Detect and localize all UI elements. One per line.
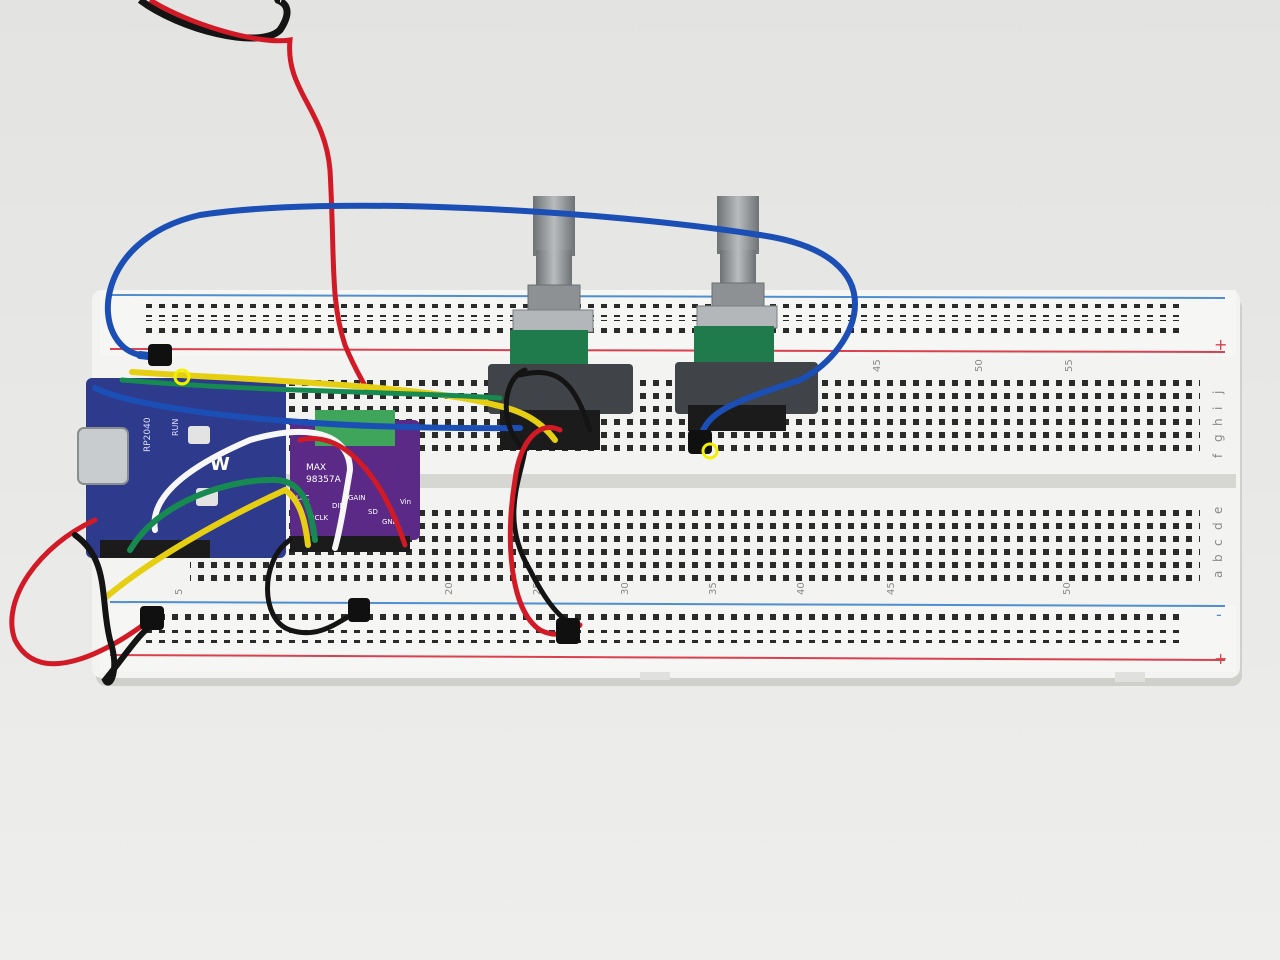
wire-black-mid bbox=[265, 537, 363, 636]
mcu-run-label: RUN bbox=[171, 419, 180, 436]
dac-pin-gnd: GND bbox=[382, 518, 398, 526]
plug-bottom-rail-3 bbox=[556, 618, 580, 644]
dac-header bbox=[290, 536, 410, 552]
col-num-bottom-40: 40 bbox=[796, 582, 807, 595]
top-rail-blue-line bbox=[109, 294, 1226, 299]
column-numbers-top: 45 50 55 bbox=[872, 359, 1075, 372]
dac-model-label: 98357A bbox=[306, 475, 342, 485]
col-num-bottom-35: 35 bbox=[708, 582, 719, 595]
encoder-1-shaft bbox=[536, 250, 572, 290]
encoder-1-shaft-flat bbox=[533, 196, 575, 256]
col-num-bottom-45: 45 bbox=[886, 582, 897, 595]
wire-blue-short bbox=[92, 385, 523, 432]
dac-pin-din: DIN bbox=[332, 502, 345, 510]
row-letter-b: b bbox=[1211, 554, 1225, 562]
encoder-2-pcb bbox=[675, 362, 818, 414]
row-letter-i: i bbox=[1211, 407, 1225, 410]
wire-white bbox=[151, 429, 354, 551]
dac-pcb bbox=[290, 420, 420, 540]
top-rail-holes-row2 bbox=[142, 320, 1182, 333]
col-num-top-55: 55 bbox=[1064, 359, 1075, 372]
mcu-header-bottom bbox=[100, 540, 210, 558]
encoder-2-shaft-flat bbox=[717, 196, 759, 254]
dac-pin-vin: Vin bbox=[400, 498, 411, 506]
encoder-1-body bbox=[510, 330, 588, 366]
wire-red-mcu bbox=[297, 436, 408, 548]
marker-left bbox=[173, 368, 191, 386]
plug-top-left bbox=[148, 344, 172, 366]
row-letter-g: g bbox=[1211, 434, 1225, 442]
top-rail-holes-row1 bbox=[142, 304, 1182, 317]
breadboard-clip-right bbox=[1115, 672, 1145, 682]
col-num-top-50: 50 bbox=[974, 359, 985, 372]
wire-blue-long bbox=[104, 202, 858, 443]
rotary-encoder-2[interactable] bbox=[675, 196, 818, 431]
col-num-bottom-50: 50 bbox=[1062, 582, 1073, 595]
dac-pin-bclk: BCLK bbox=[310, 514, 328, 522]
row-letter-a: a bbox=[1211, 571, 1225, 578]
row-letter-c: c bbox=[1211, 539, 1225, 546]
bottom-rail-holes-row2 bbox=[142, 630, 1182, 643]
wire-red-left-loop bbox=[9, 517, 153, 667]
col-num-bottom-30: 30 bbox=[620, 582, 631, 595]
col-num-bottom-5: 5 bbox=[174, 589, 185, 595]
bottom-rail-holes-row1 bbox=[142, 614, 1182, 627]
row-letter-f: f bbox=[1211, 453, 1225, 458]
dac-module[interactable]: MAX 98357A LRC BCLK DIN GAIN SD GND Vin bbox=[290, 410, 420, 552]
rail-plus-bottom: + bbox=[1214, 649, 1227, 668]
bottom-rail-red-line bbox=[109, 654, 1226, 661]
plug-bottom-rail-2 bbox=[348, 598, 370, 622]
mcu-button-boot bbox=[188, 426, 210, 444]
plug-bottom-rail-1 bbox=[140, 606, 164, 630]
wire-black-encoder bbox=[503, 367, 578, 628]
row-letters-upper: f g h i j bbox=[1211, 391, 1225, 458]
wire-yellow-lower bbox=[102, 486, 311, 601]
top-rail-red-line bbox=[109, 348, 1226, 353]
wire-black-left bbox=[72, 532, 163, 686]
jumper-wires bbox=[9, 202, 858, 686]
col-num-top-45: 45 bbox=[872, 359, 883, 372]
usb-c-port bbox=[77, 427, 129, 485]
rail-minus-bottom: - bbox=[1216, 605, 1222, 624]
row-letter-h: h bbox=[1211, 418, 1225, 426]
wire-black-encoder-loop bbox=[517, 369, 593, 433]
row-letters-lower: a b c d e bbox=[1211, 507, 1225, 578]
dac-pin-gain: GAIN bbox=[348, 494, 366, 502]
row-letter-j: j bbox=[1211, 391, 1225, 395]
encoder-1-nut bbox=[512, 309, 594, 333]
encoder-2-nut bbox=[696, 305, 778, 329]
power-cable-red bbox=[148, 0, 373, 397]
dac-chip-label: MAX bbox=[306, 463, 326, 473]
dac-pin-sd: SD bbox=[368, 508, 378, 516]
wire-plugs bbox=[140, 344, 712, 644]
rail-plus-top: + bbox=[1214, 335, 1227, 354]
col-num-bottom-20: 20 bbox=[444, 582, 455, 595]
wire-green-lower bbox=[127, 476, 318, 553]
encoder-2-body bbox=[694, 326, 774, 364]
mcu-chip-label: RP2040 bbox=[143, 417, 153, 452]
marker-right bbox=[701, 442, 719, 460]
bottom-rail-blue-line bbox=[109, 601, 1226, 607]
plug-encoder-2 bbox=[688, 430, 712, 454]
encoder-2-shaft bbox=[720, 250, 756, 288]
row-letter-d: d bbox=[1211, 522, 1225, 530]
breadboard-clip-left bbox=[640, 672, 670, 680]
microcontroller-board[interactable]: RP2040 RUN W bbox=[77, 378, 286, 558]
row-letter-e: e bbox=[1211, 507, 1225, 514]
